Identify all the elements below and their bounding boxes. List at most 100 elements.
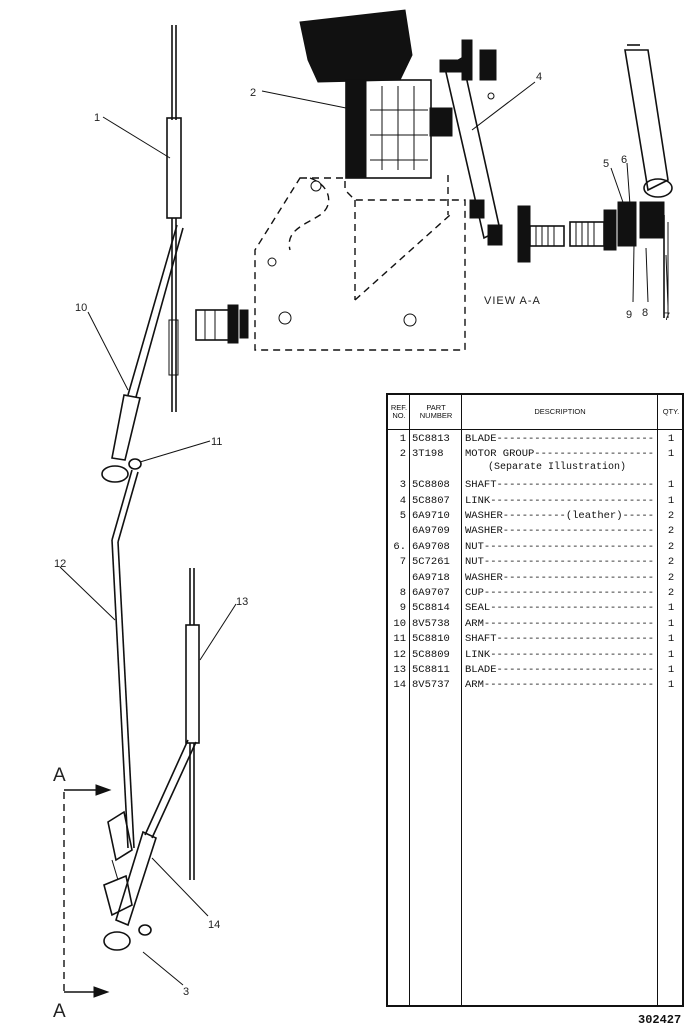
header-ref-no: REF. NO. [390,403,408,420]
cell-qty: 2 [667,510,675,522]
table-row: 1 5C8813 BLADE----------------------------… [388,432,682,447]
cell-ref: 4 [399,494,406,507]
callout-6: 6 [621,154,627,166]
cell-part-number: 8V5737 [412,679,450,692]
cell-ref: 12 [393,648,406,661]
arm-14 [103,739,197,951]
arm-10 [101,224,184,483]
shaft-3-assembly [517,201,637,263]
callout-2: 2 [250,87,256,99]
table-row: 9 5C8814 SEAL---------------------------- 1 [388,601,682,616]
cell-part-number: 5C8809 [412,648,450,661]
cell-part-number: 5C8811 [412,664,450,676]
cell-description: SEAL---------------------------- [465,602,655,615]
cell-qty: 1 [667,633,675,646]
cell-part-number: 5C8808 [412,479,450,492]
view-label: VIEW A-A [484,295,541,307]
table-row: 6A9718 WASHER-------------------------- 2 [388,571,682,586]
mount-bracket [254,175,466,351]
cell-description: MOTOR GROUP----------------------- [465,448,655,461]
cell-ref: 14 [393,679,406,692]
table-row: 6A9709 WASHER-------------------------- 2 [388,524,682,539]
section-letter-bottom: A [53,1001,66,1022]
cell-part-number: 6A9710 [412,510,450,522]
header-qty: QTY. [662,407,680,416]
cell-qty: 1 [667,664,675,676]
callout-1: 1 [94,112,100,124]
leader-lines [59,81,669,986]
header-description: DESCRIPTION [534,407,586,416]
section-letter-top: A [53,765,66,786]
cell-description: WASHER----------(leather)-------- [465,510,655,522]
cell-ref: 8 [399,587,406,599]
cell-part-number: 6A9708 [412,540,450,553]
cell-description: BLADE--------------------------- [465,664,655,676]
cell-qty: 1 [667,602,675,615]
callout-9: 9 [626,309,632,321]
cell-description: NUT----------------------------- [465,556,655,569]
table-row: 13 5C8811 BLADE---------------------------… [388,663,682,678]
cell-qty: 1 [667,648,675,661]
cell-ref: 13 [393,664,406,676]
header-part-number: PART NUMBER [419,403,453,420]
table-row: 12 5C8809 LINK----------------------------… [388,648,682,663]
callout-14: 14 [208,919,220,931]
cell-qty: 2 [667,525,675,538]
cell-part-number: 6A9707 [412,587,450,599]
cell-qty: 1 [667,433,675,445]
cell-part-number: 5C8810 [412,633,450,646]
cell-description: WASHER-------------------------- [465,571,655,584]
cell-part-number: 6A9709 [412,525,450,538]
callout-4: 4 [536,71,542,83]
cell-description: NUT----------------------------- [465,540,655,553]
section-line [63,784,112,998]
cell-description: ARM----------------------------- [465,617,655,630]
link-12 [111,469,139,849]
cell-ref: 3 [399,479,406,492]
cell-part-number: 5C8814 [412,602,450,615]
cell-description: WASHER-------------------------- [465,525,655,538]
cell-ref: 7 [399,556,406,569]
separate-illustration-note: (Separate Illustration) [488,461,627,473]
link-4 [439,39,503,246]
cell-ref: 1 [399,433,406,445]
cell-description: BLADE----------------------------- [465,433,655,445]
cell-description: SHAFT--------------------------- [465,633,655,646]
cell-ref: 9 [399,602,406,615]
cell-qty: 1 [667,494,675,507]
callout-7: 7 [664,311,670,323]
cell-ref: 10 [393,617,406,630]
connector [195,304,249,344]
blade-1 [166,25,182,412]
document-number: 302427 [638,1013,682,1027]
lower-pivot [103,810,133,917]
blade-13 [185,568,200,880]
cell-part-number: 5C7261 [412,556,450,569]
cell-description: ARM----------------------------- [465,679,655,692]
callout-5: 5 [603,158,609,170]
table-header: REF. NO. PART NUMBER DESCRIPTION QTY. [388,395,682,430]
cell-part-number: 5C8813 [412,433,450,445]
cell-part-number: 8V5738 [412,617,450,630]
cell-qty: 1 [667,679,675,692]
cell-description: LINK---------------------------- [465,648,655,661]
callout-12: 12 [54,558,66,570]
cell-ref: 2 [399,448,406,461]
cell-qty: 1 [667,448,675,461]
cell-qty: 2 [667,571,675,584]
cell-part-number: 5C8807 [412,494,450,507]
cell-part-number: 6A9718 [412,571,450,584]
callout-8: 8 [642,307,648,319]
callout-3: 3 [183,986,189,998]
table-row: 14 8V5737 ARM-----------------------------… [388,678,682,693]
arm-view-aa [624,44,673,318]
cell-qty: 1 [667,617,675,630]
cell-description: CUP----------------------------- [465,587,655,599]
table-row: 10 8V5738 ARM-----------------------------… [388,617,682,632]
cell-description: SHAFT--------------------------- [465,479,655,492]
